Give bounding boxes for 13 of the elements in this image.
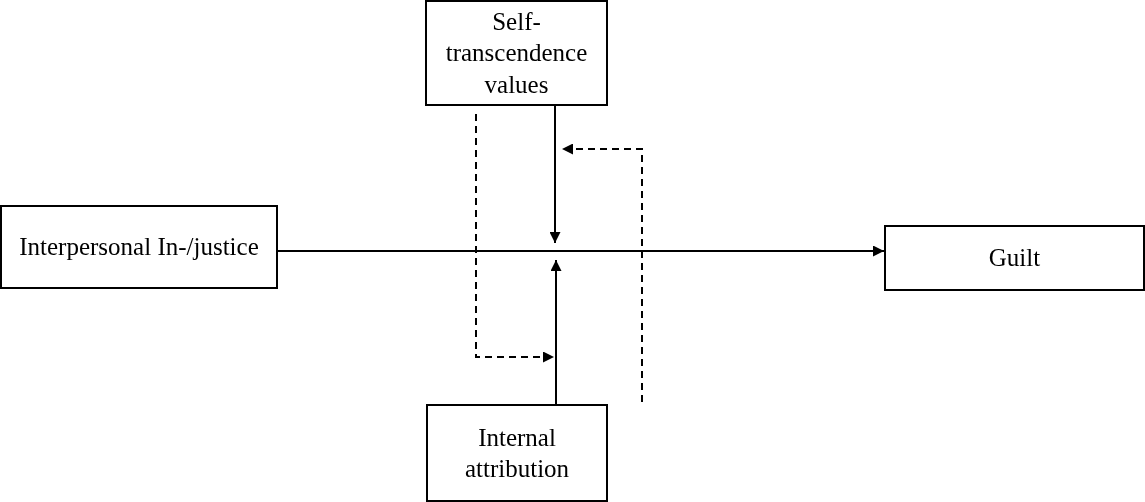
concept-box [0,205,278,289]
concept-box [425,0,608,106]
dashed-arrow [561,143,643,403]
concept-label: Guilt [988,243,1041,274]
arrow [549,105,561,244]
concept-label: Interpersonal In-/justice [19,232,259,263]
arrow [277,245,885,257]
dashed-arrow [475,113,555,363]
concept-label: Internal attribution [463,422,571,484]
concept-box [884,225,1145,291]
concept-box [426,404,608,502]
concept-label: Self-transcendence values [444,7,589,100]
arrow [550,259,562,405]
